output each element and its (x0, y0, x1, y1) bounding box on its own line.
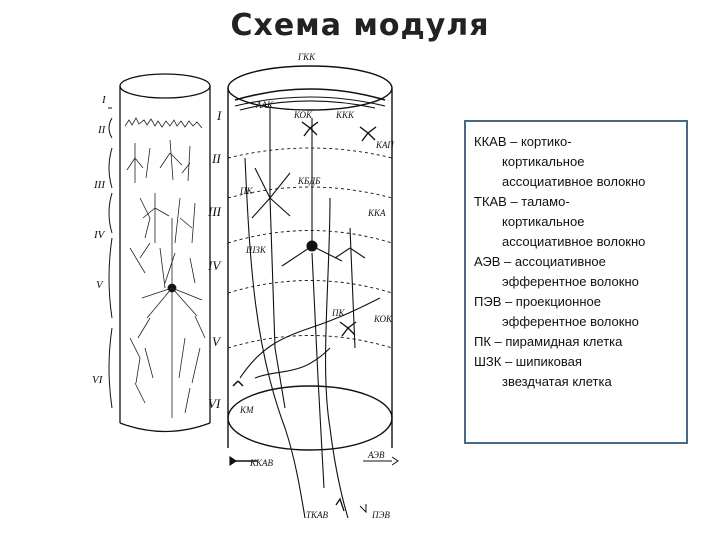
svg-text:VI: VI (92, 374, 104, 386)
svg-text:VI: VI (208, 396, 221, 411)
module-diagram: I II III IV V VI (92, 52, 399, 520)
legend-item-pk: ПК – пирамидная клетка (474, 334, 623, 349)
legend-box: ККАВ – кортико- кортикальное ассоциативн… (464, 120, 688, 444)
svg-text:I: I (216, 108, 222, 123)
label-kkav: ККАВ (249, 458, 273, 468)
label-kkk: ККК (335, 110, 355, 120)
right-column (227, 65, 393, 451)
label-aak: ААК (255, 100, 274, 110)
svg-text:IV: IV (93, 229, 106, 241)
svg-text:II: II (97, 124, 107, 136)
label-kbdb: КБДБ (297, 176, 321, 186)
label-kap: КАП (375, 140, 394, 150)
diagram-labels: ГКК ААК КОК ККК КАП ПК КБДБ ККА ШЗК ПК К… (239, 52, 394, 520)
label-tkav: ТКАВ (306, 510, 328, 520)
svg-text:V: V (96, 279, 104, 291)
label-pk: ПК (239, 186, 253, 196)
svg-text:I: I (101, 94, 107, 106)
svg-text:III: III (207, 204, 222, 219)
svg-text:III: III (93, 179, 106, 191)
label-shzk: ШЗК (245, 245, 267, 255)
label-aev: АЭВ (367, 450, 385, 460)
label-gkk: ГКК (297, 52, 316, 62)
svg-text:IV: IV (207, 258, 222, 273)
right-column-neurons (229, 88, 399, 519)
left-column-neurons (124, 117, 206, 418)
svg-text:II: II (211, 151, 221, 166)
label-kok-lower: КОК (373, 314, 393, 324)
left-column (108, 73, 211, 433)
label-kok-top: КОК (293, 110, 313, 120)
label-kka: ККА (367, 208, 386, 218)
label-pk-lower: ПК (331, 308, 345, 318)
legend-item-kkav: ККАВ – кортико- кортикальное ассоциативн… (474, 134, 646, 189)
legend-item-pev: ПЭВ – проекционное эфферентное волокно (474, 294, 639, 329)
right-layer-labels: I II III IV V VI (207, 108, 222, 411)
label-km: КМ (239, 405, 254, 415)
label-pev: ПЭВ (371, 510, 390, 520)
svg-text:V: V (212, 334, 222, 349)
legend-item-aev: АЭВ – ассоциативное эфферентное волокно (474, 254, 639, 289)
legend-item-tkav: ТКАВ – таламо- кортикальное ассоциативно… (474, 194, 646, 249)
page-title: Схема модуля (230, 8, 490, 43)
legend-item-shzk: ШЗК – шипиковая звездчатая клетка (474, 354, 612, 389)
left-layer-labels: I II III IV V VI (92, 94, 107, 386)
